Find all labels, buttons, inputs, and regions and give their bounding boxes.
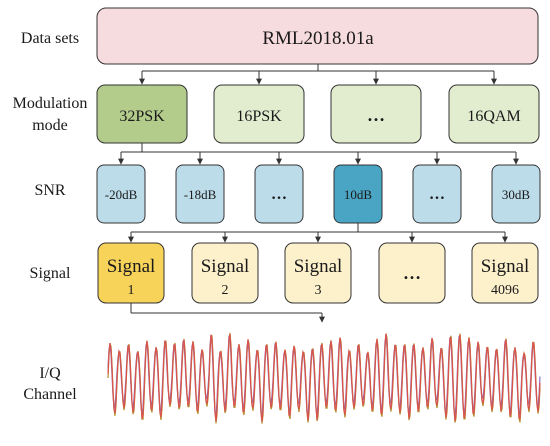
row-label-signal: Signal [30, 265, 71, 282]
row-label-modulation: Modulation [13, 95, 88, 112]
svg-text:-18dB: -18dB [184, 187, 217, 202]
row-label-iq: I/Q [39, 365, 61, 382]
svg-text:4096: 4096 [491, 283, 519, 298]
row-label-snr: SNR [34, 182, 65, 199]
signal-box-4096: Signal 4096 [471, 242, 539, 304]
iq-channel-waveform [107, 332, 541, 424]
signal-box-ellipsis: … [378, 242, 446, 304]
modulation-box-32psk: 32PSK [96, 84, 188, 144]
svg-text:-20dB: -20dB [105, 187, 138, 202]
svg-text:1: 1 [128, 283, 135, 298]
row-label-datasets: Data sets [21, 30, 79, 47]
connector-signal-to-iq [130, 303, 325, 323]
snr-box-ellipsis-1: … [254, 164, 304, 224]
dataset-name: RML2018.01a [262, 28, 374, 49]
modulation-row: 32PSK 16PSK … 16QAM [96, 84, 540, 144]
signal-box-3: Signal 3 [284, 242, 352, 304]
svg-text:Signal: Signal [294, 256, 343, 277]
signal-box-1: Signal 1 [97, 242, 165, 304]
svg-text:10dB: 10dB [344, 187, 373, 202]
svg-text:16QAM: 16QAM [467, 108, 520, 125]
svg-text:3: 3 [315, 283, 322, 298]
svg-text:32PSK: 32PSK [119, 108, 165, 125]
snr-box-30db: 30dB [491, 164, 541, 224]
svg-text:30dB: 30dB [502, 187, 531, 202]
signal-row: Signal 1 Signal 2 Signal 3 … Signal 4096 [97, 242, 539, 304]
row-label-modulation-mode: mode [32, 117, 68, 134]
row-label-iq-channel: Channel [23, 386, 77, 403]
svg-text:…: … [403, 263, 421, 283]
modulation-box-16psk: 16PSK [213, 84, 305, 144]
modulation-box-ellipsis: … [330, 84, 422, 144]
snr-box-minus18db: -18dB [175, 164, 225, 224]
connectors-modulation-to-snr [118, 143, 519, 165]
signal-box-2: Signal 2 [191, 242, 259, 304]
connectors-snr-to-signal [128, 223, 508, 243]
svg-text:…: … [367, 105, 385, 125]
svg-text:…: … [429, 186, 445, 203]
svg-text:16PSK: 16PSK [236, 108, 282, 125]
modulation-box-16qam: 16QAM [448, 84, 540, 144]
snr-box-minus20db: -20dB [96, 164, 146, 224]
snr-row: -20dB -18dB … 10dB … 30dB [96, 164, 541, 224]
iq-trace-3 [107, 333, 541, 422]
snr-box-10db: 10dB [333, 164, 383, 224]
svg-text:Signal: Signal [107, 256, 156, 277]
svg-text:Signal: Signal [201, 256, 250, 277]
snr-box-ellipsis-2: … [412, 164, 462, 224]
svg-text:Signal: Signal [481, 256, 530, 277]
connectors-dataset-to-modulation [139, 64, 497, 85]
svg-text:…: … [271, 186, 287, 203]
svg-text:2: 2 [222, 283, 229, 298]
